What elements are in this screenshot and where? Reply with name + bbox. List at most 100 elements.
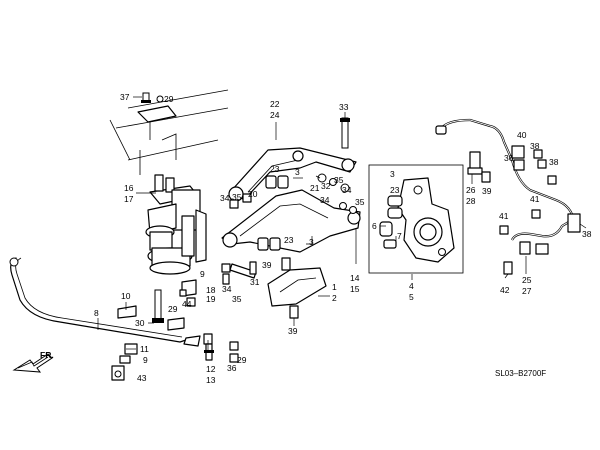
callout-31: 31: [250, 277, 260, 287]
stabilizer-bar: [9, 257, 201, 347]
callout-3: 3: [309, 237, 314, 247]
abs-sensor-wire: [435, 118, 581, 255]
bolt-39-c: [481, 171, 491, 183]
callout-13: 13: [206, 375, 216, 385]
callout-29: 29: [168, 304, 178, 314]
bolts-38: [533, 149, 557, 185]
bolt-33: [340, 117, 350, 149]
diagram-code: SL03–B2700F: [495, 369, 546, 378]
bolts-41: [499, 209, 541, 235]
callout-23: 23: [390, 185, 400, 195]
bracket-36-40: [511, 145, 525, 171]
callout-23: 23: [270, 164, 280, 174]
callout-29: 29: [237, 355, 247, 365]
callout-4: 4: [409, 281, 414, 291]
callout-10: 10: [121, 291, 131, 301]
callout-33: 33: [339, 102, 349, 112]
callout-39: 39: [262, 260, 272, 270]
front-arrow-icon: [12, 353, 53, 373]
callout-labels: 37 29 22 24 33 16 17 23 3 21 32 35 34 34…: [94, 92, 592, 385]
callout-23: 23: [284, 235, 294, 245]
callout-26: 26: [466, 185, 476, 195]
bolt-37: [141, 92, 164, 103]
bolt-39-b: [289, 305, 299, 319]
bolt-30: [152, 289, 164, 323]
callout-42: 42: [500, 285, 510, 295]
callout-43: 43: [137, 373, 147, 383]
callout-2: 2: [332, 293, 337, 303]
callout-34: 34: [220, 193, 230, 203]
callout-40: 40: [517, 130, 527, 140]
nuts-36-29: [229, 341, 239, 363]
callout-20: 20: [248, 189, 258, 199]
knuckle: [397, 177, 455, 263]
callout-3: 3: [295, 167, 300, 177]
callout-15: 15: [350, 284, 360, 294]
callout-24: 24: [270, 110, 280, 120]
callout-35: 35: [232, 192, 242, 202]
callout-11: 11: [140, 344, 149, 354]
callout-30: 30: [135, 318, 145, 328]
callout-7: 7: [397, 231, 402, 241]
callout-34: 34: [342, 185, 352, 195]
bolts-20-34-35: [229, 193, 357, 214]
callout-28: 28: [466, 196, 476, 206]
callout-41: 41: [530, 194, 540, 204]
callout-38: 38: [530, 141, 540, 151]
bracket-29-b: [167, 317, 185, 331]
callout-21: 21: [310, 183, 320, 193]
callout-35: 35: [355, 197, 365, 207]
callout-19: 19: [206, 294, 216, 304]
bushings-23-3-lower: [257, 237, 281, 251]
sensor-26-28: [467, 151, 483, 175]
bushings-23-3-upper: [265, 175, 289, 189]
shock-absorber-assembly: [145, 174, 207, 275]
bolt-39-a: [281, 257, 291, 271]
callout-35: 35: [232, 294, 242, 304]
upper-arm: [228, 147, 357, 202]
leader-lines: [97, 96, 587, 352]
nuts-21-32-35: [317, 173, 350, 193]
callout-27: 27: [522, 286, 532, 296]
bushing-11-9: [119, 343, 138, 364]
direction-label: FR.: [40, 350, 54, 360]
knuckle-frame: [368, 164, 464, 274]
callout-39: 39: [482, 186, 492, 196]
callout-9: 9: [200, 269, 205, 279]
callout-36: 36: [227, 363, 237, 373]
callout-18: 18: [206, 285, 216, 295]
callout-38: 38: [582, 229, 592, 239]
callout-16: 16: [124, 183, 134, 193]
stabilizer-bushing-10: [117, 305, 137, 319]
callout-25: 25: [522, 275, 532, 285]
callout-39: 39: [288, 326, 298, 336]
bolts-18-19-44: [179, 279, 197, 307]
callout-9: 9: [143, 355, 148, 365]
callout-22: 22: [270, 99, 280, 109]
callout-5: 5: [409, 292, 414, 302]
bolt-42: [503, 261, 513, 275]
callout-34: 34: [320, 195, 330, 205]
stabilizer-link: [203, 333, 214, 361]
callout-8: 8: [94, 308, 99, 318]
callout-32: 32: [321, 181, 331, 191]
callout-12: 12: [206, 364, 216, 374]
bolt-31: [229, 261, 257, 279]
callout-34: 34: [222, 284, 232, 294]
callout-44: 44: [182, 299, 192, 309]
callout-14: 14: [350, 273, 360, 283]
callout-36: 36: [504, 153, 514, 163]
bolt-43: [111, 365, 125, 381]
callout-6: 6: [372, 221, 377, 231]
body-frame-section: [109, 89, 229, 175]
callout-3: 3: [390, 169, 395, 179]
callout-38: 38: [549, 157, 559, 167]
callout-17: 17: [124, 194, 134, 204]
lower-arm: [221, 189, 361, 253]
callout-29: 29: [164, 94, 174, 104]
callout-35: 35: [334, 175, 344, 185]
callout-1: 1: [332, 282, 337, 292]
callout-41: 41: [499, 211, 509, 221]
washer-34-35: [221, 263, 231, 285]
